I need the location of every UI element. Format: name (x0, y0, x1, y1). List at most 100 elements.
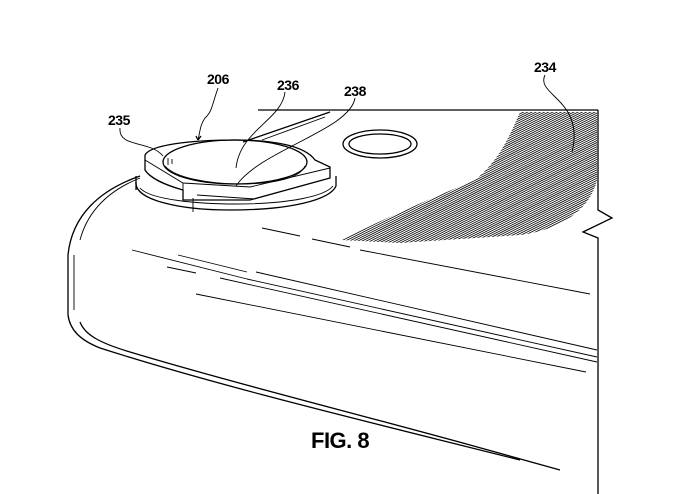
hatch-line (342, 112, 469, 243)
hatch-line (423, 112, 597, 243)
highlight-line (131, 249, 248, 280)
hatch-line (365, 112, 597, 243)
hatch-line (566, 112, 597, 243)
hatch-line (342, 112, 566, 243)
hatch-line (398, 112, 597, 243)
hatch-line (503, 112, 597, 243)
hatch-line (342, 112, 597, 243)
lens-opening (162, 139, 308, 185)
hatch-line (668, 110, 677, 250)
hatch-line (600, 110, 677, 250)
hatch-line (642, 110, 677, 250)
hatch-line (605, 110, 677, 250)
hatch-line (342, 112, 499, 243)
hatch-line (474, 112, 597, 243)
hatch-line (342, 112, 597, 243)
hatch-line (342, 112, 474, 243)
leader-lines (119, 74, 575, 187)
ref-235: 235 (108, 112, 131, 128)
figure-caption: FIG. 8 (311, 428, 369, 453)
ref-236: 236 (277, 77, 300, 93)
highlight-line (246, 278, 598, 358)
hatch-line (342, 112, 545, 243)
hatch-line (461, 112, 597, 243)
hatch-line (499, 112, 597, 243)
flap-edge (242, 111, 331, 143)
leader-234 (543, 74, 575, 153)
hatch-line (663, 110, 677, 250)
hatch-line (486, 112, 597, 243)
opening-inner (348, 133, 412, 155)
hatch-line (342, 112, 490, 243)
hatch-line (373, 112, 597, 243)
slot-edge (196, 194, 256, 200)
front-edge-outer (67, 175, 521, 461)
hatch-line (440, 112, 597, 243)
hatch-line (342, 112, 558, 243)
hatch-line (495, 112, 597, 243)
hatch-line (659, 110, 677, 250)
hatch-line (457, 112, 597, 243)
hatch-line (342, 112, 457, 243)
hatch-line (428, 112, 597, 243)
sensor-opening (342, 129, 418, 159)
hatch-line (394, 112, 597, 243)
hatch-line (630, 110, 677, 250)
corner-highlight (79, 177, 141, 241)
device-body (67, 109, 614, 494)
front-edge-lower (79, 321, 561, 471)
hatch-line (342, 112, 583, 243)
hatch-line (342, 112, 553, 243)
hatch-line (537, 112, 597, 243)
hatch-line (342, 112, 591, 243)
hatch-line (672, 110, 677, 250)
ref-234: 234 (534, 59, 557, 75)
hatch-line (342, 112, 541, 243)
hatch-line (482, 112, 597, 243)
hatch-line (613, 110, 677, 250)
leader-238 (235, 97, 356, 187)
leader-236 (235, 91, 286, 169)
hatch-line (419, 112, 597, 243)
hatch-line (634, 110, 677, 250)
highlight-line (359, 249, 591, 295)
leader-235 (119, 127, 164, 157)
hatch-line (651, 110, 677, 250)
hatch-line (369, 112, 597, 243)
flange-outer (135, 176, 337, 211)
highlight-line (177, 254, 248, 273)
hatch-line (342, 112, 595, 243)
leader-206 (197, 87, 219, 141)
hatch-line (342, 112, 486, 243)
highlight-line (311, 238, 351, 248)
hatch-line (386, 112, 597, 243)
hatch-line (638, 110, 677, 250)
hatch-line (470, 112, 597, 243)
hatch-line (342, 112, 549, 243)
hatch-line (436, 112, 597, 243)
lens-ring-206 (135, 139, 337, 212)
hatch-line (342, 112, 597, 243)
hatch-line (352, 112, 597, 243)
hatch-line (402, 112, 597, 243)
hatch-line (342, 112, 478, 243)
hatch-line (407, 112, 597, 243)
hatch-line (453, 112, 597, 243)
hatch-line (587, 112, 597, 243)
hatch-line (621, 110, 677, 250)
highlight-line (166, 266, 197, 274)
break-line (581, 110, 614, 494)
shaded-surface-234 (342, 110, 677, 250)
hatch-line (356, 112, 597, 243)
hatch-line (596, 112, 597, 243)
hatch-line (415, 112, 597, 243)
arrow-206 (195, 135, 202, 141)
opening-outer (342, 129, 418, 159)
hatch-line (609, 110, 677, 250)
hatch-line (432, 112, 597, 243)
hatch-line (342, 112, 444, 243)
highlight-line (255, 271, 598, 351)
hatch-line (655, 110, 677, 250)
hatch-line (342, 112, 597, 243)
hatch-line (478, 112, 597, 243)
